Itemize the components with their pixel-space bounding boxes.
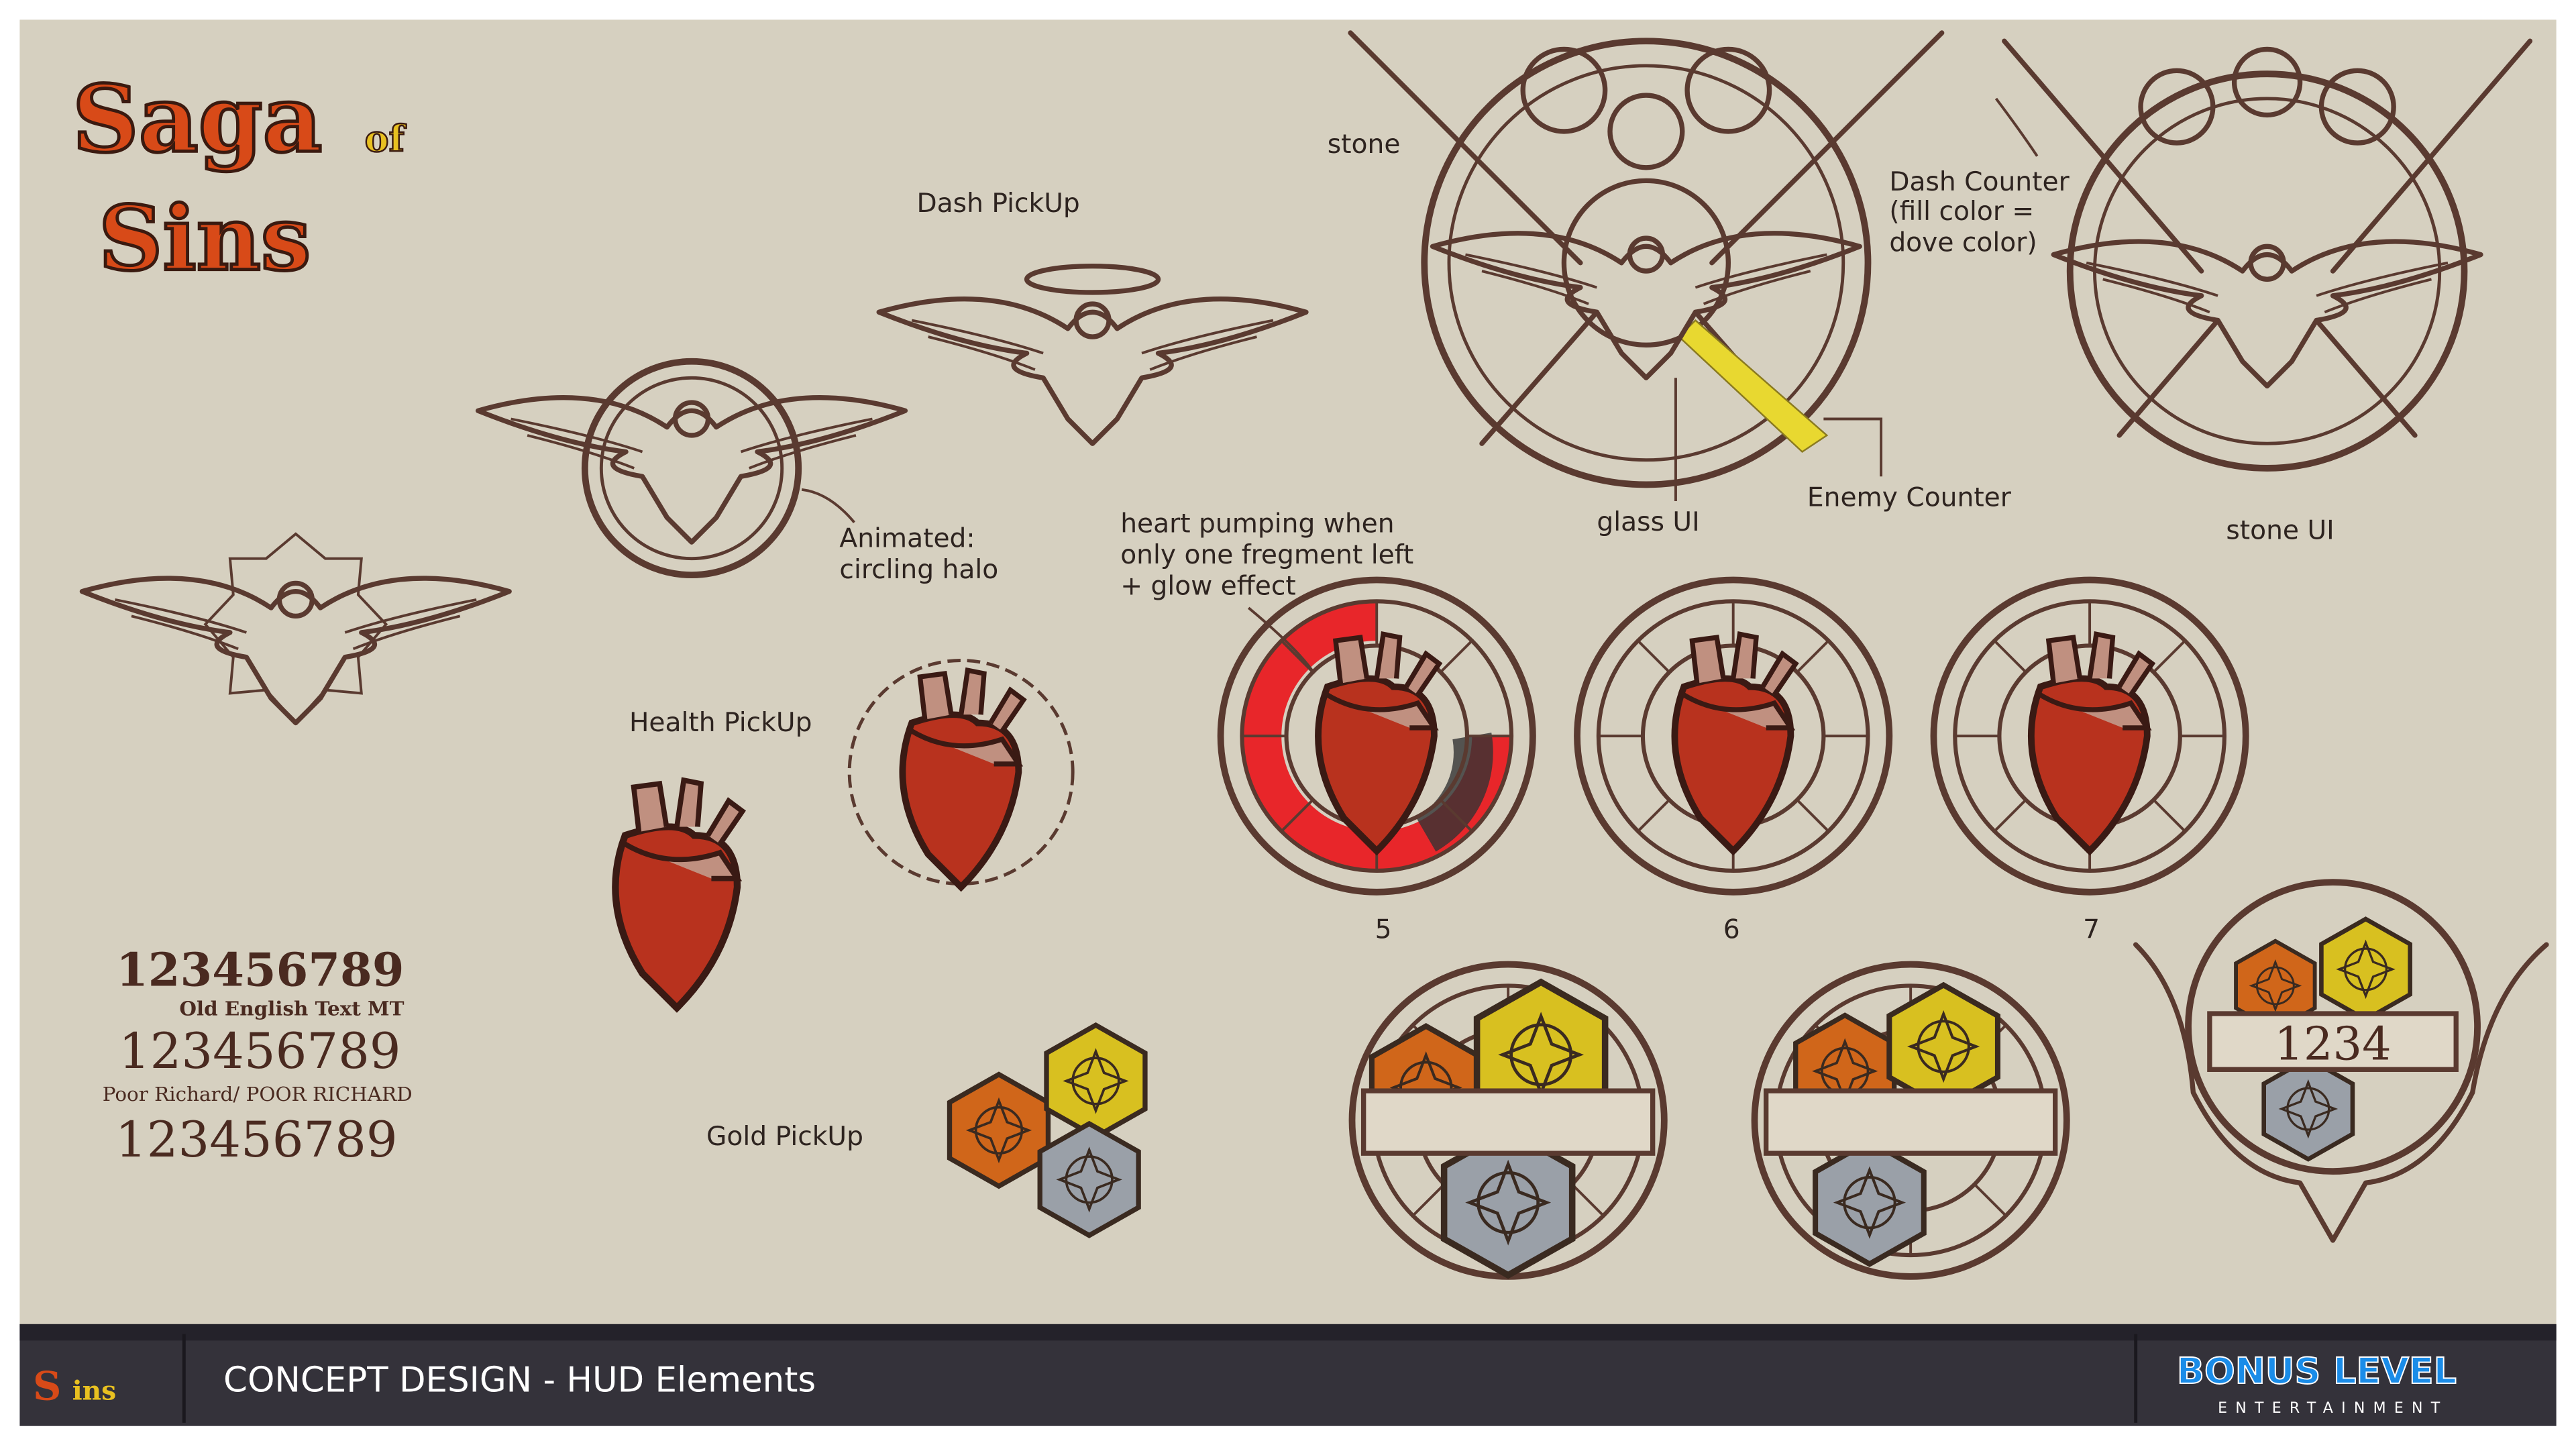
digits-old-english: 123456789	[116, 943, 404, 997]
digits-poor-richard: 123456789	[119, 1023, 401, 1080]
footer-title: CONCEPT DESIGN - HUD Elements	[223, 1360, 816, 1400]
gold-counter-stone-ui: 1234	[2133, 879, 2549, 1243]
footer-bar: S ins CONCEPT DESIGN - HUD Elements BONU…	[19, 1324, 2557, 1426]
studio-logo-sub: ENTERTAINMENT	[2218, 1400, 2448, 1417]
gold-counter-stone	[1755, 965, 2067, 1277]
label-glass-ui: glass UI	[1597, 507, 1699, 537]
saga-of-sins-logo: Saga of Sins	[70, 64, 408, 292]
health-ring-7	[1933, 580, 2245, 892]
annotations: stone Dash PickUp Dash Counter (fill col…	[629, 129, 2334, 1152]
studio-logo-name: BONUS LEVEL	[2177, 1350, 2457, 1392]
health-state-6: 6	[1723, 914, 1740, 945]
label-heart-pumping: heart pumping when	[1120, 508, 1394, 539]
dash-pickup-dove	[879, 264, 1306, 443]
label-health-pickup: Health PickUp	[629, 708, 812, 738]
label-stone: stone	[1328, 129, 1401, 160]
label-dash-pickup: Dash PickUp	[917, 189, 1080, 219]
label-stone-ui: stone UI	[2226, 515, 2334, 545]
dove-sketch-burst	[82, 532, 509, 723]
health-pickup-heart-burst	[847, 659, 1075, 887]
label-dash-counter-2: (fill color =	[1889, 197, 2034, 227]
label-heart-pumping-3: + glow effect	[1120, 572, 1296, 602]
label-animated-2: circling halo	[839, 555, 998, 585]
footer-logo: S ins	[33, 1363, 116, 1409]
font-samples: 123456789 Old English Text MT 123456789 …	[103, 943, 413, 1169]
health-ring-5	[1221, 580, 1533, 892]
svg-text:of: of	[365, 117, 407, 160]
svg-text:Saga: Saga	[72, 65, 323, 173]
health-state-7: 7	[2083, 914, 2100, 945]
label-enemy-counter: Enemy Counter	[1807, 482, 2012, 513]
svg-text:Sins: Sins	[99, 187, 311, 291]
digits-sample-3: 123456789	[115, 1112, 398, 1169]
dash-counter-stone	[2002, 38, 2533, 472]
label-dash-counter: Dash Counter	[1889, 167, 2070, 197]
label-gold-pickup: Gold PickUp	[706, 1122, 863, 1152]
dash-counter-glass	[1348, 30, 1945, 488]
health-state-5: 5	[1375, 914, 1392, 945]
font-name-poor-richard: Poor Richard/ POOR RICHARD	[103, 1083, 413, 1106]
gold-counter-glass	[1352, 965, 1664, 1277]
label-dash-counter-3: dove color)	[1889, 228, 2037, 258]
dove-circling-halo	[478, 358, 906, 579]
svg-text:ins: ins	[72, 1376, 116, 1407]
stone-counter-value: 1234	[2274, 1018, 2392, 1071]
label-animated: Animated:	[839, 524, 975, 554]
health-ring-6	[1577, 580, 1889, 892]
svg-text:S: S	[33, 1363, 61, 1409]
font-name-old-english: Old English Text MT	[179, 996, 404, 1020]
label-heart-pumping-2: only one fregment left	[1120, 540, 1413, 570]
